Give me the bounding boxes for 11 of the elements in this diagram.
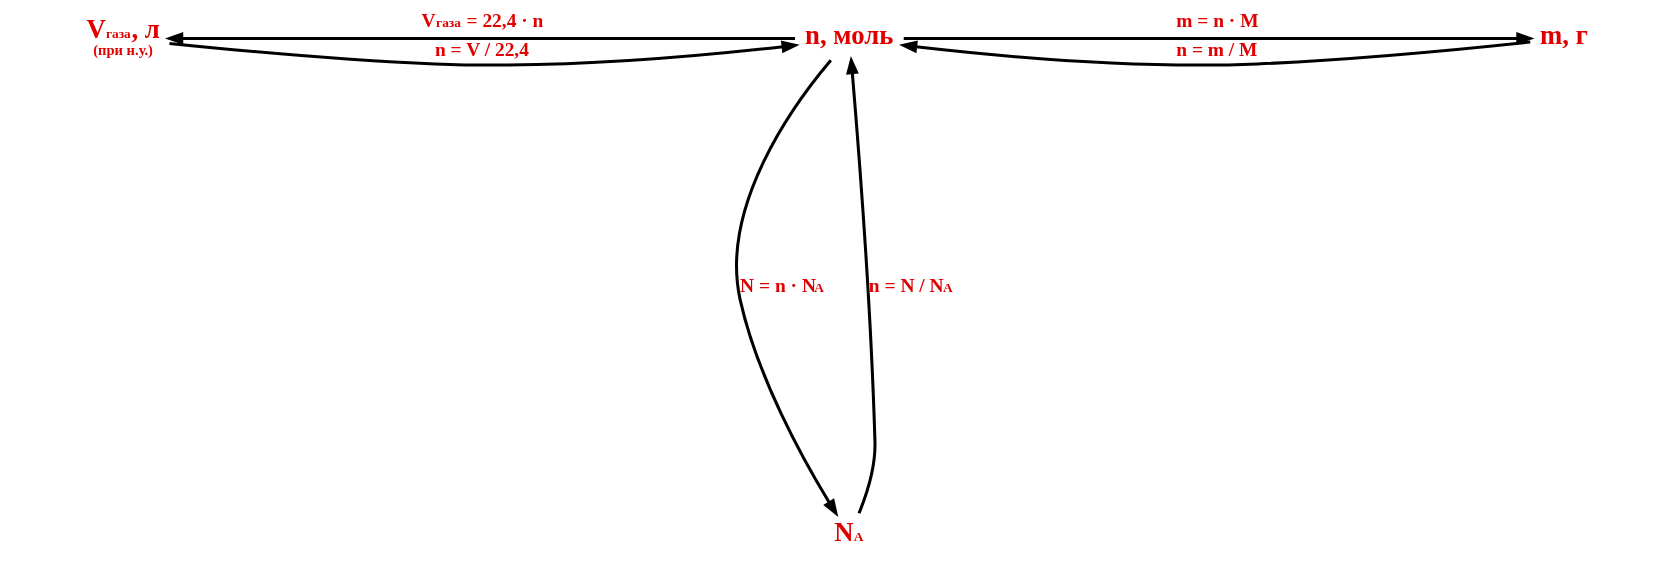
edge-label: N = n · NA: [739, 275, 824, 297]
node-text: n, моль: [804, 19, 893, 50]
node-text: Vгаза, л: [86, 13, 160, 44]
node-text: NA: [833, 516, 863, 547]
edge-label: n = V / 22,4: [434, 39, 529, 61]
node-text: m, г: [1539, 19, 1588, 50]
edge-label: Vгаза = 22,4 · n: [421, 10, 543, 32]
node-label: (при н.у.): [92, 41, 153, 58]
edge-label: n = m / M: [1175, 39, 1257, 61]
edge-label: m = n · M: [1175, 10, 1259, 32]
edge-label: n = N / NA: [868, 275, 953, 297]
